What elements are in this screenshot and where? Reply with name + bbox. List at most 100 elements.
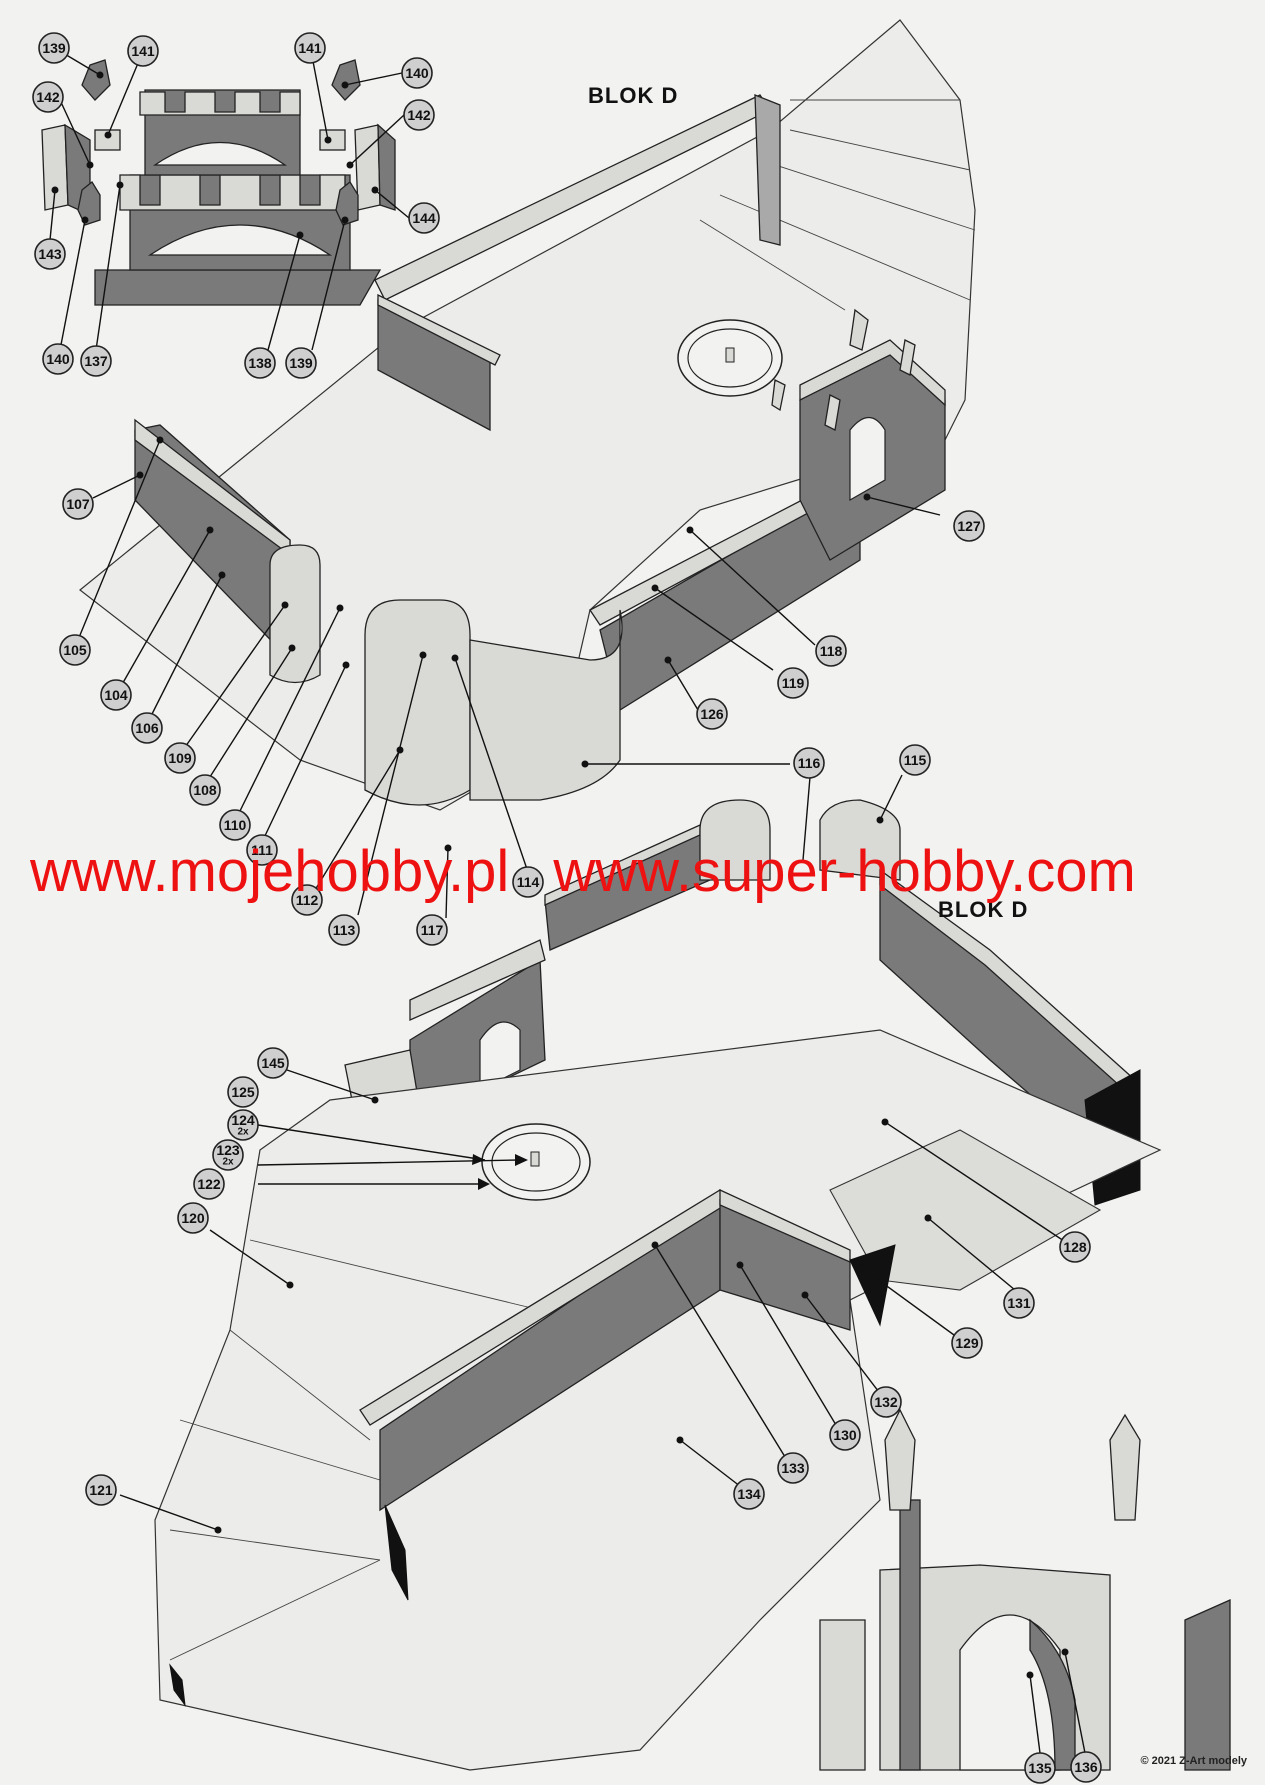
svg-text:140: 140	[405, 65, 429, 81]
callout-139-top: 139	[38, 32, 70, 64]
callout-142-right: 142	[403, 99, 435, 131]
callout-114: 114	[512, 866, 544, 898]
leader-lines	[49, 49, 1086, 1754]
upper-assembly	[79, 19, 976, 811]
svg-text:142: 142	[36, 89, 60, 105]
svg-text:116: 116	[798, 755, 821, 771]
inset-gatehouse	[41, 59, 396, 306]
callout-121: 121	[85, 1474, 117, 1506]
svg-text:127: 127	[957, 518, 981, 534]
svg-text:133: 133	[781, 1460, 805, 1476]
callout-120: 120	[177, 1202, 209, 1234]
callout-125: 125	[227, 1076, 259, 1108]
svg-text:141: 141	[131, 43, 155, 59]
svg-text:108: 108	[193, 782, 217, 798]
svg-text:130: 130	[833, 1427, 857, 1443]
blok-heading-top: BLOK D	[588, 83, 679, 108]
callout-115: 115	[899, 744, 931, 776]
callout-126: 126	[696, 698, 728, 730]
callout-138: 138	[244, 347, 276, 379]
svg-text:139: 139	[42, 40, 66, 56]
svg-text:114: 114	[517, 874, 540, 890]
svg-text:2x: 2x	[222, 1157, 234, 1168]
svg-text:142: 142	[407, 107, 431, 123]
svg-text:132: 132	[874, 1394, 898, 1410]
callout-116: 116	[793, 747, 825, 779]
callout-117: 117	[416, 914, 448, 946]
callout-132: 132	[870, 1386, 902, 1418]
callout-112: 112	[291, 884, 323, 916]
callout-131: 131	[1003, 1287, 1035, 1319]
copyright-notice: © 2021 Z-Art modely	[1140, 1755, 1247, 1767]
svg-text:122: 122	[197, 1176, 221, 1192]
callout-137: 137	[80, 345, 112, 377]
watermark: www.mojehobby.pl www.super-hobby.com	[30, 838, 1240, 905]
callout-136: 136	[1070, 1751, 1102, 1783]
svg-text:139: 139	[289, 355, 313, 371]
svg-text:2x: 2x	[237, 1127, 249, 1138]
callout-128: 128	[1059, 1231, 1091, 1263]
svg-text:136: 136	[1074, 1759, 1098, 1775]
callout-139-bottom: 139	[285, 347, 317, 379]
callout-122: 122	[193, 1168, 225, 1200]
callout-130: 130	[829, 1419, 861, 1451]
blok-heading-middle: BLOK D	[938, 897, 1029, 922]
callout-141-right: 141	[294, 32, 326, 64]
watermark-mojehobby: www.mojehobby.pl	[30, 839, 510, 904]
callout-133: 133	[777, 1452, 809, 1484]
svg-text:131: 131	[1007, 1295, 1031, 1311]
svg-text:120: 120	[181, 1210, 205, 1226]
svg-text:123: 123	[216, 1142, 240, 1158]
svg-text:121: 121	[89, 1482, 113, 1498]
svg-text:124: 124	[231, 1112, 255, 1128]
svg-text:119: 119	[782, 675, 805, 691]
svg-text:105: 105	[63, 642, 87, 658]
callout-140-bottom: 140	[42, 343, 74, 375]
callout-110: 110	[219, 809, 251, 841]
svg-text:106: 106	[135, 720, 159, 736]
callout-106: 106	[131, 712, 163, 744]
callout-104: 104	[100, 679, 132, 711]
callout-129: 129	[951, 1327, 983, 1359]
callout-135: 135	[1024, 1752, 1056, 1784]
callout-111: 111	[246, 834, 278, 866]
svg-text:129: 129	[955, 1335, 979, 1351]
svg-text:128: 128	[1063, 1239, 1087, 1255]
lower-assembly	[154, 799, 1231, 1771]
svg-text:140: 140	[46, 351, 70, 367]
callout-107: 107	[62, 488, 94, 520]
callout-118: 118	[815, 635, 847, 667]
callout-144: 144	[408, 202, 440, 234]
svg-text:138: 138	[248, 355, 272, 371]
callout-127: 127	[953, 510, 985, 542]
svg-text:104: 104	[104, 687, 128, 703]
callout-142-left: 142	[32, 81, 64, 113]
svg-text:137: 137	[84, 353, 108, 369]
callout-145: 145	[257, 1047, 289, 1079]
svg-text:109: 109	[168, 750, 192, 766]
svg-text:126: 126	[700, 706, 724, 722]
svg-text:125: 125	[231, 1084, 255, 1100]
callout-119: 119	[777, 667, 809, 699]
callout-109: 109	[164, 742, 196, 774]
svg-text:113: 113	[333, 922, 356, 938]
svg-text:111: 111	[251, 842, 273, 858]
watermark-superhobby: www.super-hobby.com	[553, 839, 1136, 904]
callout-141-left: 141	[127, 35, 159, 67]
svg-text:145: 145	[261, 1055, 285, 1071]
svg-text:141: 141	[298, 40, 322, 56]
svg-text:144: 144	[412, 210, 436, 226]
svg-text:134: 134	[737, 1486, 761, 1502]
callout-134: 134	[733, 1478, 765, 1510]
svg-text:107: 107	[66, 496, 90, 512]
callout-113: 113	[328, 914, 360, 946]
svg-text:118: 118	[820, 643, 843, 659]
callout-105: 105	[59, 634, 91, 666]
svg-text:115: 115	[904, 752, 927, 768]
svg-text:143: 143	[38, 246, 62, 262]
svg-text:112: 112	[296, 892, 319, 908]
